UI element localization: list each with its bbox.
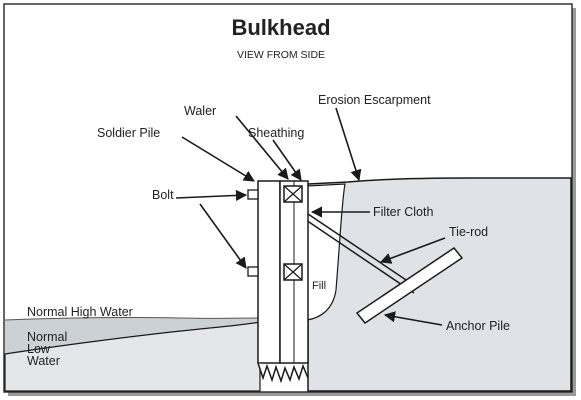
soldier-pile [257, 180, 281, 364]
anchor-pile-leader [383, 311, 443, 326]
label-sheathing: Sheathing [248, 126, 304, 140]
tie-rod-lower [305, 219, 415, 294]
bolt-leader-upper [175, 189, 248, 202]
label-tie-rod: Tie-rod [449, 225, 488, 239]
bolt-upper [247, 189, 259, 200]
diagram-title: Bulkhead [231, 15, 330, 40]
label-waler: Waler [184, 104, 216, 118]
label-erosion-escarpment: Erosion Escarpment [318, 93, 431, 107]
label-filter-cloth: Filter Cloth [373, 205, 433, 219]
label-normal-low-water-1: Normal [27, 330, 67, 344]
soldier-pile-leader [181, 136, 255, 182]
label-normal-low-water-2: Low [27, 342, 51, 356]
tie-rod [307, 213, 419, 289]
bolt-leader-lower [199, 203, 247, 269]
label-fill: Fill [312, 280, 326, 292]
label-normal-high-water: Normal High Water [27, 305, 133, 319]
bolt-lower [247, 266, 259, 277]
seabed [4, 321, 261, 392]
sheathing-leader [272, 139, 302, 181]
waler-lower [283, 263, 303, 281]
label-normal-low-water-3: Water [27, 354, 60, 368]
fill-area [306, 183, 346, 321]
upland-soil [307, 177, 572, 392]
high-water-line [4, 317, 261, 321]
waler-upper [283, 185, 303, 203]
anchor-pile [355, 246, 464, 325]
pile-bottom [257, 362, 309, 384]
erosion-escarpment-leader [335, 107, 362, 182]
leader-lines [175, 107, 446, 326]
label-bolt: Bolt [152, 188, 174, 202]
label-anchor-pile: Anchor Pile [446, 319, 510, 333]
waler-leader [235, 115, 289, 180]
diagram-subtitle: VIEW FROM SIDE [237, 49, 325, 61]
label-soldier-pile: Soldier Pile [97, 126, 160, 140]
tie-rod-leader [379, 237, 446, 264]
